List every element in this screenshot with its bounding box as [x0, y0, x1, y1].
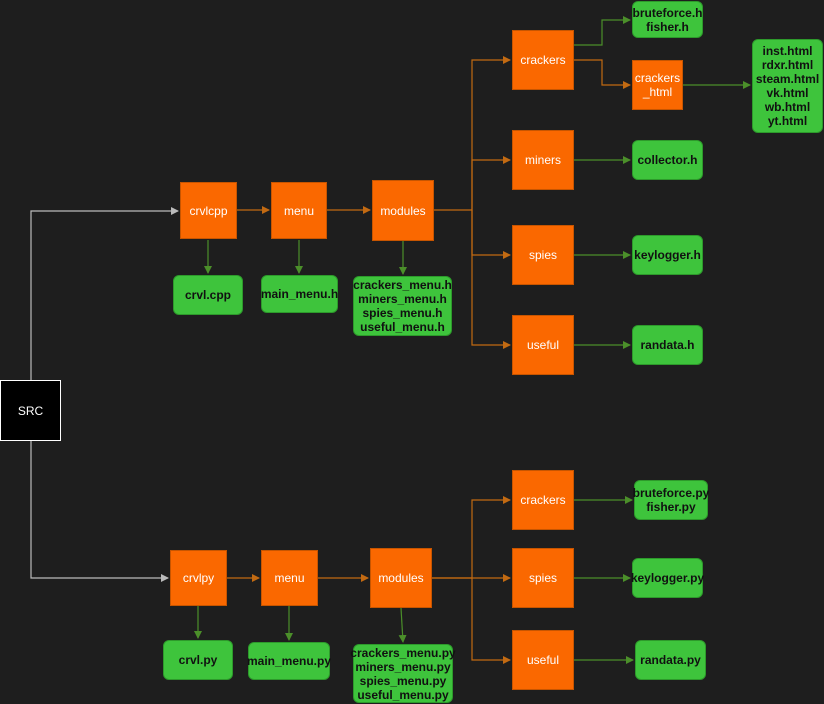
randata-py-file[interactable]: randata.py	[635, 640, 706, 680]
edge-modules-useful	[471, 210, 511, 349]
edge-src-crvlpy	[30, 440, 169, 582]
py-menus-list[interactable]: crackers_menu.py miners_menu.py spies_me…	[350, 644, 456, 703]
keylogger-h-file[interactable]: keylogger.h	[632, 235, 703, 275]
cpp-menus-list[interactable]: crackers_menu.h miners_menu.h spies_menu…	[353, 276, 452, 336]
html-files-list[interactable]: inst.html rdxr.html steam.html vk.html w…	[752, 39, 823, 133]
cpp-main-menu-file[interactable]: main_menu.h	[261, 275, 338, 313]
cpp-spies-node[interactable]: spies	[512, 225, 574, 285]
edge-crackers-files	[574, 16, 631, 46]
collector-file[interactable]: collector.h	[632, 140, 703, 180]
py-spies-node[interactable]: spies	[512, 548, 574, 608]
cpp-miners-node[interactable]: miners	[512, 130, 574, 190]
py-useful-node[interactable]: useful	[512, 630, 574, 690]
edge-src-crvlcpp	[30, 207, 179, 380]
py-crackers-node[interactable]: crackers	[512, 470, 574, 530]
crvlcpp-node[interactable]: crvlcpp	[180, 182, 237, 239]
edge-pymodules-useful	[471, 578, 511, 664]
keylogger-py-file[interactable]: keylogger.py	[631, 558, 704, 598]
py-crackers-files[interactable]: bruteforce.py fisher.py	[633, 480, 709, 520]
edge-modules-miners	[471, 156, 511, 210]
edge-pymodules-menus	[398, 607, 407, 643]
cpp-crackers-files[interactable]: bruteforce.h fisher.h	[632, 1, 703, 38]
src-node[interactable]: SRC	[0, 380, 61, 441]
edge-pymodules-crackers	[432, 496, 511, 579]
edge-crackers-html	[574, 59, 631, 89]
crackers-html-node[interactable]: crackers _html	[632, 60, 683, 110]
edge-modules-crackers	[434, 56, 511, 211]
cpp-menu-node[interactable]: menu	[271, 182, 327, 239]
py-menu-node[interactable]: menu	[261, 550, 318, 606]
edge-modules-spies	[471, 210, 511, 259]
crvl-py-file[interactable]: crvl.py	[163, 640, 233, 680]
crvlpy-node[interactable]: crvlpy	[170, 550, 227, 606]
py-main-menu-file[interactable]: main_menu.py	[247, 642, 331, 680]
cpp-crackers-node[interactable]: crackers	[512, 30, 574, 90]
cpp-useful-node[interactable]: useful	[512, 315, 574, 375]
cpp-modules-node[interactable]: modules	[372, 180, 434, 241]
randata-h-file[interactable]: randata.h	[632, 325, 703, 365]
py-modules-node[interactable]: modules	[370, 548, 432, 608]
crvl-cpp-file[interactable]: crvl.cpp	[173, 275, 243, 315]
